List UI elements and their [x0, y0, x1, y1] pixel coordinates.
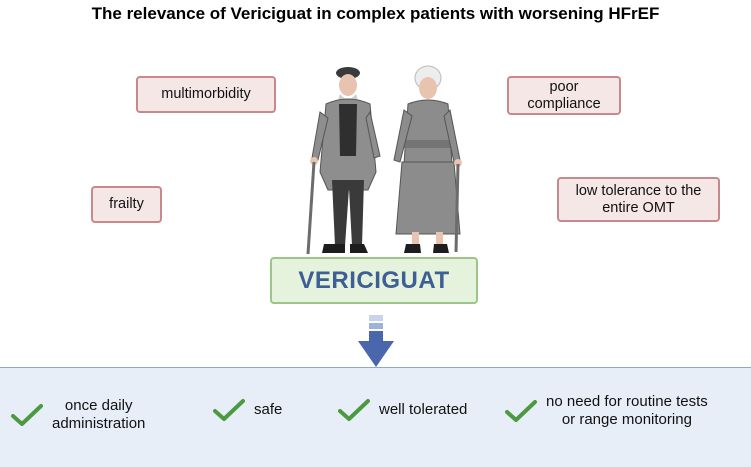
benefits-band — [0, 367, 751, 467]
benefit-once-daily: once daily administration — [10, 397, 145, 433]
benefit-label: once daily administration — [52, 397, 146, 432]
benefit-no-routine-tests: no need for routine tests or range monit… — [504, 393, 708, 429]
down-arrow-icon — [358, 315, 394, 367]
check-icon — [505, 400, 537, 422]
factor-poor-compliance: poor compliance — [507, 76, 621, 115]
factor-frailty: frailty — [91, 186, 162, 223]
factor-low-tolerance: low tolerance to the entire OMT — [557, 177, 720, 222]
benefit-label: well tolerated — [379, 401, 468, 418]
elderly-woman-figure — [393, 65, 462, 253]
benefit-label: no need for routine tests or range monit… — [546, 393, 708, 428]
vericiguat-box: VERICIGUAT — [270, 257, 478, 304]
factor-multimorbidity: multimorbidity — [136, 76, 276, 113]
benefit-well-tolerated: well tolerated — [337, 397, 467, 423]
benefit-label: safe — [254, 401, 283, 418]
page-title: The relevance of Vericiguat in complex p… — [91, 4, 660, 23]
benefit-safe: safe — [212, 397, 282, 423]
elderly-couple-illustration — [306, 65, 462, 255]
check-icon — [213, 399, 245, 421]
check-icon — [338, 399, 370, 421]
elderly-man-figure — [306, 67, 381, 255]
check-icon — [11, 404, 43, 426]
